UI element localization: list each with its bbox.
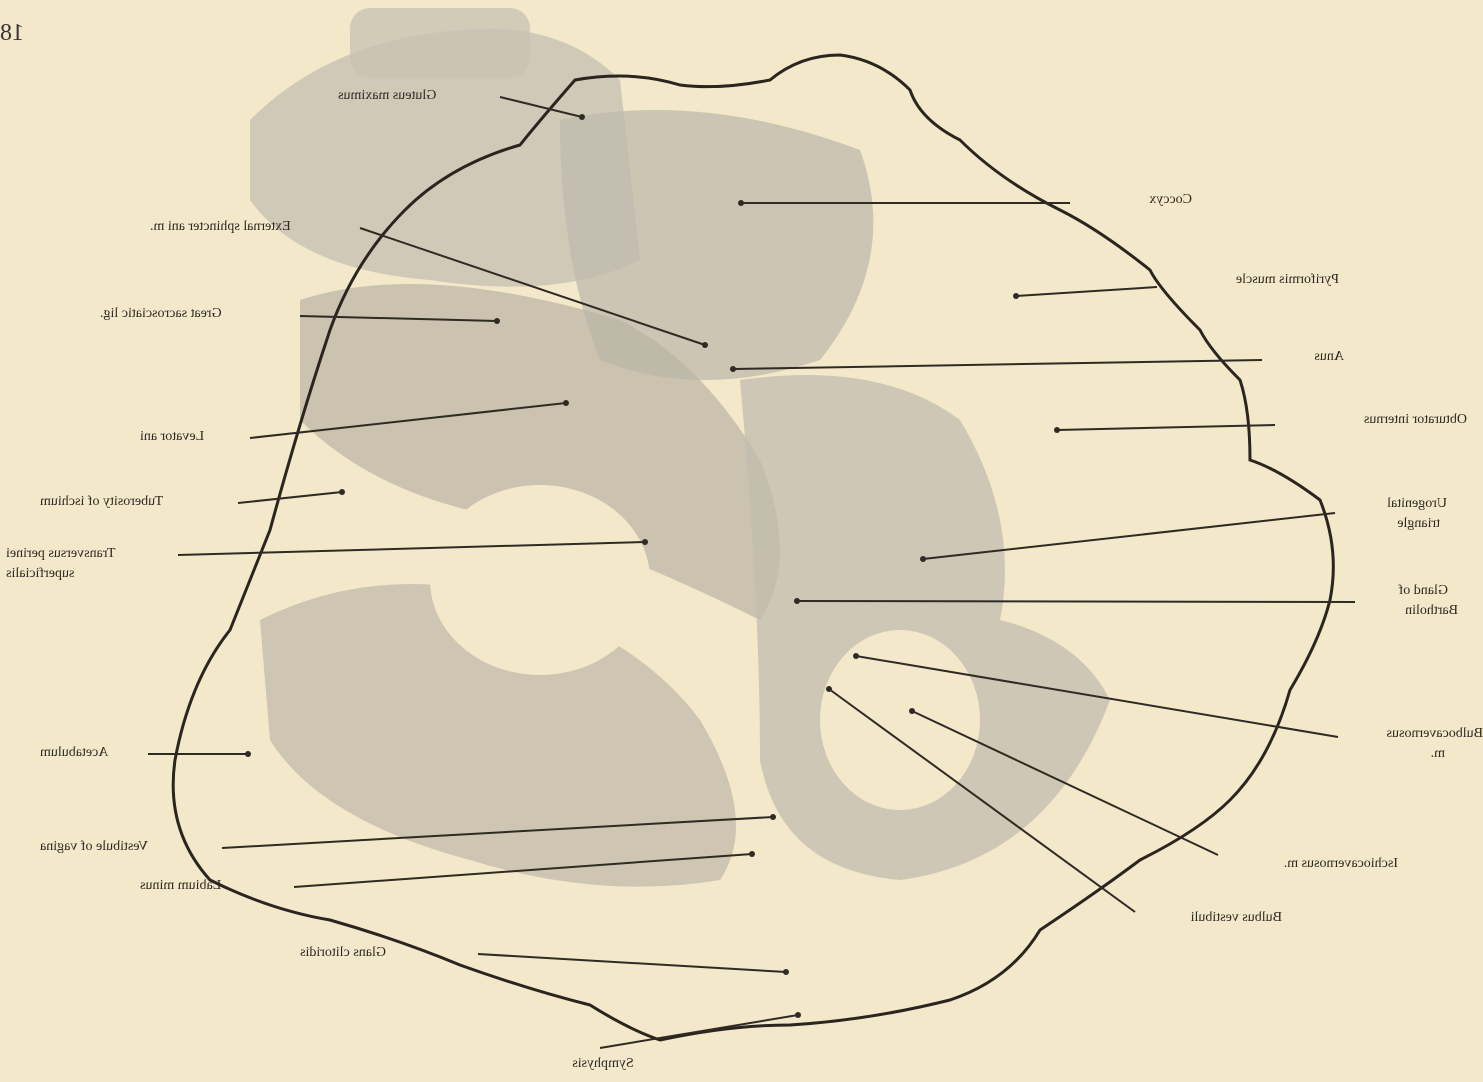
- dot-ischiocavernosus: [909, 708, 915, 714]
- label-bulbus: Bulbus vestibuli: [1112, 910, 1282, 926]
- leader-symphysis: [600, 1015, 798, 1048]
- label-anus: Anus: [1264, 349, 1344, 365]
- dot-coccyx: [738, 200, 744, 206]
- page-number: 18: [0, 20, 24, 47]
- label-great-sacrosciatic: Great sacrosciatic lig.: [100, 306, 298, 322]
- label-obturator: Obturator internus: [1277, 412, 1467, 428]
- label-transversus-2: superficialis: [6, 566, 158, 582]
- dot-bulbus: [826, 686, 832, 692]
- dot-symphysis: [795, 1012, 801, 1018]
- label-external-sphincter: External sphincter ani m.: [150, 219, 358, 235]
- leader-obturator: [1057, 425, 1275, 430]
- label-transversus: Transversus perinei: [6, 546, 176, 562]
- dot-pyriformis: [1013, 293, 1019, 299]
- label-levator-ani: Levator ani: [140, 429, 248, 445]
- dot-vestibule: [770, 814, 776, 820]
- dot-urogenital: [920, 556, 926, 562]
- label-labium: Labium minus: [140, 878, 292, 894]
- dot-levator: [563, 400, 569, 406]
- dot-gland: [794, 598, 800, 604]
- dot-gluteus: [579, 114, 585, 120]
- label-tuberosity-ischium: Tuberosity of ischium: [40, 494, 236, 510]
- dot-transversus: [642, 539, 648, 545]
- label-bulbocavernosus: Bulbocavernosus: [1340, 726, 1483, 742]
- leader-gland: [797, 601, 1355, 602]
- dot-acetabulum: [245, 751, 251, 757]
- dot-external-sphincter: [702, 342, 708, 348]
- tissue-shading: [250, 8, 1110, 887]
- dot-bulbocavernosus: [853, 653, 859, 659]
- label-glans: Glans clitoridis: [300, 945, 476, 961]
- leader-glans: [478, 954, 786, 972]
- label-acetabulum: Acetabulum: [40, 745, 146, 761]
- label-bulbocavernosus-2: m.: [1405, 746, 1445, 762]
- dot-anus: [730, 366, 736, 372]
- dot-tuberosity: [339, 489, 345, 495]
- label-symphysis: Symphysis: [548, 1056, 658, 1072]
- label-vestibule: Vestibule of vagina: [40, 839, 220, 855]
- leader-pyriformis: [1016, 287, 1157, 296]
- dot-great-sacrosciatic: [494, 318, 500, 324]
- upper-block: [350, 8, 530, 78]
- leader-tuberosity: [238, 492, 342, 503]
- foramen-2: [820, 630, 980, 810]
- label-urogenital-2: triangle: [1350, 516, 1440, 532]
- foramen-1: [430, 485, 650, 675]
- dot-glans: [783, 969, 789, 975]
- label-gluteus-maximus: Gluteus maximus: [338, 88, 498, 104]
- label-gland-2: Bartholin: [1358, 603, 1458, 619]
- label-ischiocavernosus: Ischiocavernosus m.: [1198, 856, 1398, 872]
- label-coccyx: Coccyx: [1072, 192, 1192, 208]
- dot-labium: [749, 851, 755, 857]
- label-gland: Gland of: [1358, 583, 1448, 599]
- label-pyriformis: Pyriformis muscle: [1159, 272, 1339, 288]
- label-urogenital: Urogenital: [1337, 496, 1447, 512]
- dot-obturator: [1054, 427, 1060, 433]
